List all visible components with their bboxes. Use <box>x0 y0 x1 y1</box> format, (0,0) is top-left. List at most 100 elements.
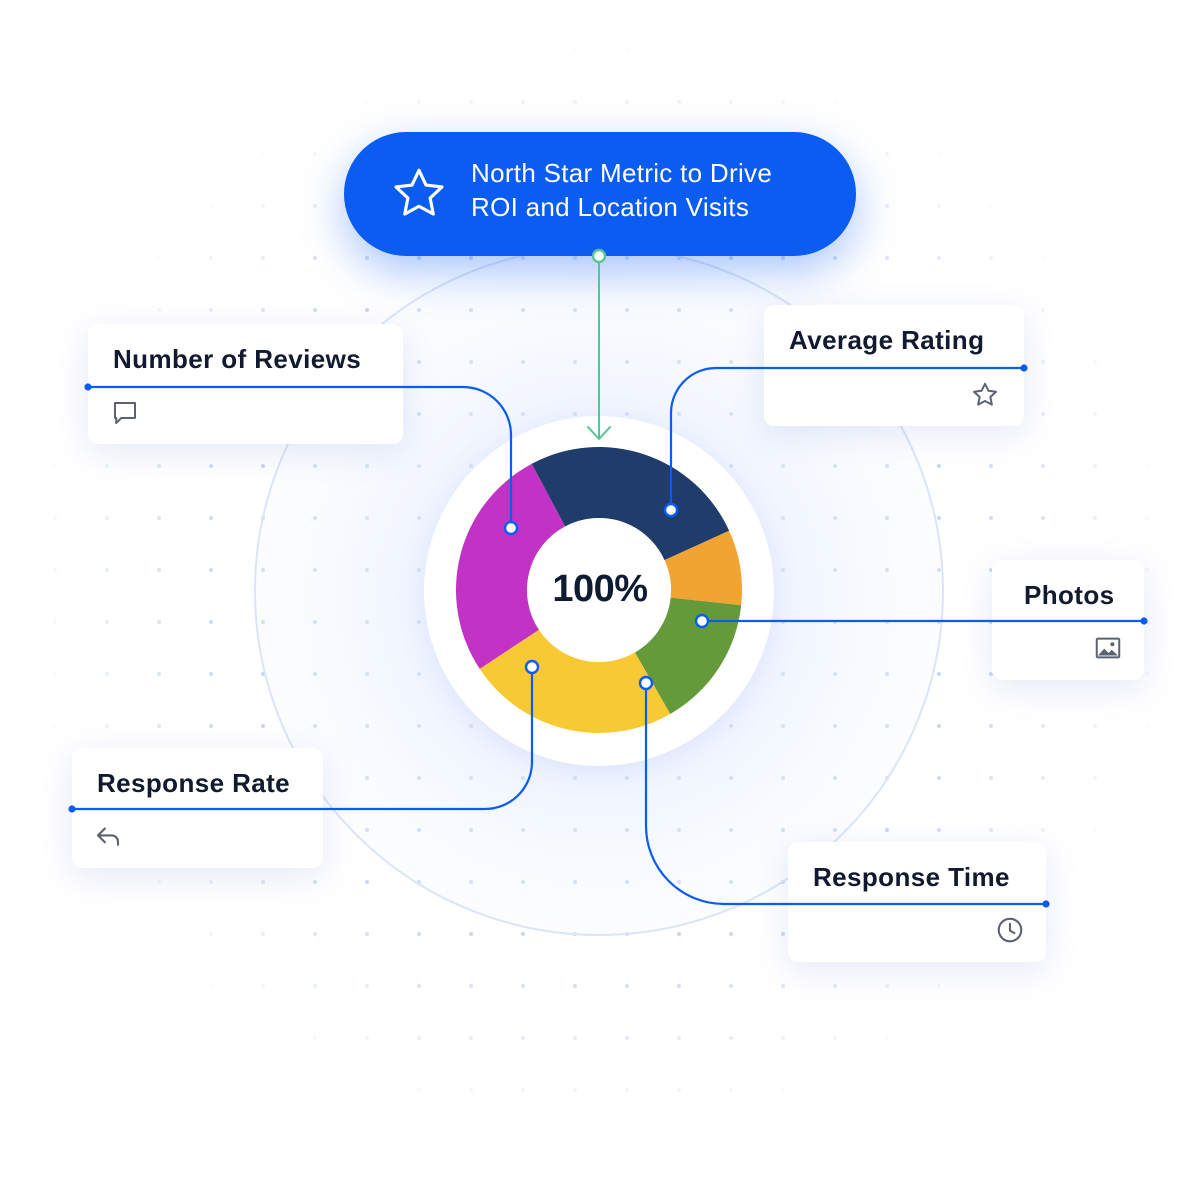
grid-dot <box>937 828 941 832</box>
grid-dot <box>209 204 213 208</box>
segment-marker-response-rate <box>524 659 540 675</box>
grid-dot <box>521 932 525 936</box>
grid-dot <box>1093 464 1097 468</box>
grid-dot <box>209 932 213 936</box>
grid-dot <box>105 568 109 572</box>
segment-marker-response-time <box>638 675 654 691</box>
grid-dot <box>209 516 213 520</box>
grid-dot <box>989 984 993 988</box>
grid-dot <box>1041 776 1045 780</box>
grid-dot <box>1041 412 1045 416</box>
grid-dot <box>105 516 109 520</box>
grid-dot <box>105 672 109 676</box>
center-percentage: 100% <box>552 568 648 610</box>
grid-dot <box>313 256 317 260</box>
grid-dot <box>157 620 161 624</box>
grid-dot <box>1145 724 1149 728</box>
grid-dot <box>1093 360 1097 364</box>
grid-dot <box>261 152 265 156</box>
grid-dot <box>469 932 473 936</box>
grid-dot <box>625 984 629 988</box>
grid-dot <box>53 724 57 728</box>
grid-dot <box>677 100 681 104</box>
grid-dot <box>365 100 369 104</box>
grid-dot <box>209 672 213 676</box>
grid-dot <box>521 1036 525 1040</box>
clock-icon <box>997 917 1023 943</box>
grid-dot <box>729 100 733 104</box>
grid-dot <box>53 516 57 520</box>
grid-dot <box>1041 256 1045 260</box>
grid-dot <box>937 204 941 208</box>
card-average-rating: Average Rating <box>764 305 1024 426</box>
grid-dot <box>1041 516 1045 520</box>
segment-marker-reviews <box>503 520 519 536</box>
grid-dot <box>1093 828 1097 832</box>
grid-dot <box>261 464 265 468</box>
grid-dot <box>157 568 161 572</box>
grid-dot <box>313 308 317 312</box>
comment-icon <box>114 402 136 424</box>
north-star-line-2: ROI and Location Visits <box>471 192 750 222</box>
grid-dot <box>625 100 629 104</box>
grid-dot <box>1145 568 1149 572</box>
grid-dot <box>157 880 161 884</box>
grid-dot <box>625 1088 629 1092</box>
segment-marker-rating <box>663 502 679 518</box>
grid-dot <box>937 464 941 468</box>
grid-dot <box>885 828 889 832</box>
grid-dot <box>365 984 369 988</box>
grid-dot <box>209 724 213 728</box>
grid-dot <box>53 672 57 676</box>
grid-dot <box>417 932 421 936</box>
connector-average-rating <box>669 366 1024 509</box>
grid-dot <box>469 1088 473 1092</box>
grid-dot <box>157 256 161 260</box>
grid-dot <box>157 672 161 676</box>
grid-dot <box>937 516 941 520</box>
card-title: Photos <box>1024 580 1115 610</box>
north-star-title: North Star Metric to Drive ROI and Locat… <box>471 156 841 224</box>
grid-dot <box>1093 516 1097 520</box>
grid-dot <box>157 724 161 728</box>
star-icon <box>394 168 444 216</box>
grid-dot <box>729 1036 733 1040</box>
grid-dot <box>157 516 161 520</box>
card-title: Average Rating <box>789 325 985 355</box>
connector-response-time <box>644 683 1046 906</box>
grid-dot <box>1093 724 1097 728</box>
card-response-time: Response Time <box>788 842 1046 962</box>
grid-dot <box>417 1088 421 1092</box>
grid-dot <box>989 828 993 832</box>
card-title: Number of Reviews <box>113 344 362 374</box>
grid-dot <box>885 204 889 208</box>
grid-dot <box>261 880 265 884</box>
grid-dot <box>209 880 213 884</box>
grid-dot <box>989 256 993 260</box>
grid-dot <box>1145 464 1149 468</box>
grid-dot <box>157 932 161 936</box>
grid-dot <box>209 464 213 468</box>
north-star-pill <box>344 132 856 256</box>
reply-icon <box>96 827 120 846</box>
grid-dot <box>677 932 681 936</box>
donut-segment-response-rate <box>479 629 671 734</box>
grid-dot <box>313 880 317 884</box>
grid-dot <box>729 984 733 988</box>
grid-dot <box>313 152 317 156</box>
donut-segment-photos <box>664 530 742 606</box>
grid-dot <box>729 256 733 260</box>
grid-dot <box>261 256 265 260</box>
grid-dot <box>781 100 785 104</box>
grid-dot <box>1041 724 1045 728</box>
grid-dot <box>105 464 109 468</box>
grid-dot <box>209 620 213 624</box>
grid-dot <box>469 984 473 988</box>
grid-dot <box>781 1036 785 1040</box>
donut-segment-response-time <box>634 597 742 714</box>
endpoint-dot <box>68 805 76 813</box>
grid-dot <box>313 1036 317 1040</box>
grid-dot <box>1041 308 1045 312</box>
grid-dot <box>781 1088 785 1092</box>
star-icon <box>973 382 997 406</box>
